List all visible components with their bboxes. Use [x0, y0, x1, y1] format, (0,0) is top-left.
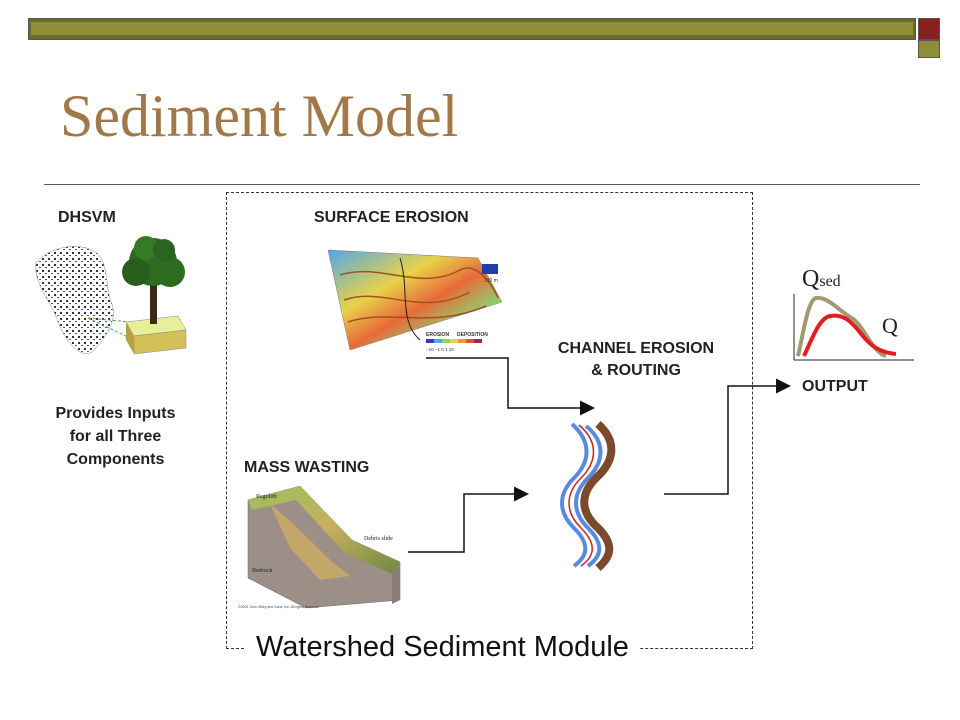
channel-label-line2: & ROUTING — [591, 362, 681, 379]
title-divider — [44, 184, 920, 185]
channel-erosion-label: CHANNEL EROSION & ROUTING — [530, 338, 742, 382]
provides-line1: Provides Inputs — [55, 405, 176, 422]
svg-text:©2002 John Wiley and Sons, Inc: ©2002 John Wiley and Sons, Inc. All righ… — [238, 605, 319, 609]
output-hydrograph — [793, 294, 914, 361]
qsed-curve — [802, 313, 897, 357]
header-square-red — [918, 18, 940, 40]
q-label: Q — [882, 313, 898, 338]
svg-text:DEPOSITION: DEPOSITION — [457, 332, 488, 338]
svg-text:Debris slide: Debris slide — [364, 536, 393, 542]
dhsvm-label: DHSVM — [58, 209, 116, 226]
slide-title: Sediment Model — [60, 83, 459, 149]
channel-label-line1: CHANNEL EROSION — [557, 340, 715, 357]
arrow-channel-to-output — [664, 378, 791, 495]
header-square-olive — [918, 40, 940, 58]
svg-text:Regolith: Regolith — [256, 494, 277, 500]
output-label: OUTPUT — [802, 378, 868, 395]
flow-arrows — [408, 357, 791, 553]
svg-text:Bedrock: Bedrock — [252, 568, 272, 574]
mass-wasting-image: Regolith Debris slide Bedrock ©2002 John… — [238, 485, 401, 609]
provides-line3: Components — [66, 451, 165, 468]
dhsvm-watershed-image — [35, 246, 131, 354]
surface-erosion-image: 100 m EROSION DEPOSITION −10 −1 0 1 10 — [327, 249, 503, 352]
provides-line2: for all Three — [69, 428, 162, 445]
header-bar — [28, 18, 916, 40]
provides-inputs-text: Provides Inputs for all Three Components — [28, 402, 203, 471]
channel-river-image — [560, 421, 616, 572]
mass-wasting-label: MASS WASTING — [244, 459, 370, 476]
arrow-mass-to-channel — [408, 486, 529, 553]
surface-erosion-label: SURFACE EROSION — [314, 209, 469, 226]
svg-text:−10 −1 0 1 10: −10 −1 0 1 10 — [426, 347, 454, 352]
qsed-label: Qsed — [802, 266, 841, 292]
svg-text:100 m: 100 m — [484, 278, 498, 284]
q-curve — [796, 295, 887, 358]
arrow-surface-to-channel — [426, 357, 595, 416]
dhsvm-tree-image — [122, 236, 187, 355]
module-label: Watershed Sediment Module — [246, 631, 639, 664]
svg-text:EROSION: EROSION — [426, 332, 449, 338]
